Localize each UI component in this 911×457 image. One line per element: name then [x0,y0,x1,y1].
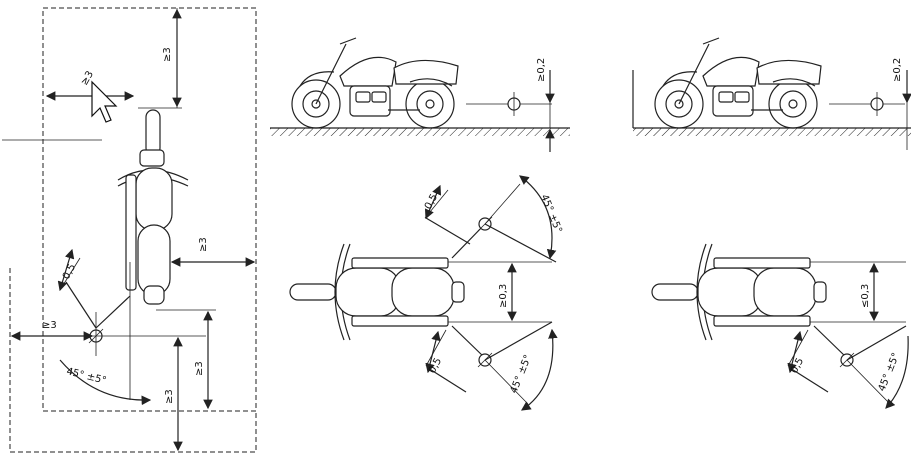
angle-bottom-label: 45° ±5° [509,353,534,395]
mouse-cursor-icon [91,80,118,123]
top-view-clearance-diagram: ≥3 ≥3 ≥3 0,5 ≥3 ≥3 ≥3 45° ±5° [2,7,257,453]
top-view-one-point-diagram: ≤0,3 0,5 45° ±5° [651,243,909,409]
dim-height-label: ≥0,2 [536,58,547,82]
dim-bottom-label: ≥3 [164,389,175,404]
top-view-two-points-diagram: ≥0,3 0,5 45° ±5° 0,5 45° ±5° [289,175,564,411]
motorcycle-side-view [654,37,822,129]
clearance-boundary-dashed [42,7,257,412]
motorcycle-side-view [291,37,459,129]
outer-clearance-dashed [9,268,257,453]
motorcycle-top-view-horizontal [289,243,465,341]
side-view-diagram-1: ≥0,2 [270,37,570,152]
dim-bottom-left-label: ≥3 [42,320,57,331]
dim-width-label: ≥0,3 [498,284,509,308]
dim-height-label: ≥0,2 [892,58,903,82]
dim-top-label: ≥3 [162,47,173,62]
angle-label: 45° ±5° [877,351,902,393]
dim-offset-top-label: 0,5 [423,192,440,211]
dim-width-label: ≤0,3 [860,284,871,308]
side-view-diagram-2: ≥0,2 [632,37,911,150]
dim-bottom-right-label: ≥3 [194,361,205,376]
motorcycle-top-view [117,109,189,305]
motorcycle-top-view-horizontal [651,243,827,341]
angle-top-label: 45° ±5° [538,193,563,235]
dim-right-label: ≥3 [198,237,209,252]
